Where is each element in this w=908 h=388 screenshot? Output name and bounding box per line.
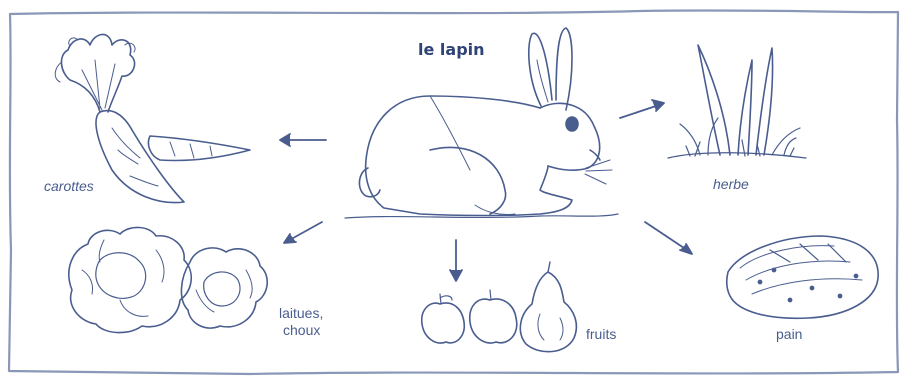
pear [520, 272, 576, 352]
fruits-drawing [422, 262, 577, 352]
diagram-title: le lapin [418, 42, 485, 58]
label-fruits: fruits [586, 326, 616, 342]
apple-1 [422, 303, 465, 343]
frame-border [9, 10, 898, 374]
bread-drawing [727, 236, 878, 318]
label-lettuce-line2: choux [283, 322, 320, 338]
label-lettuce-line1: laitues, [279, 305, 323, 321]
grass-drawing [668, 45, 806, 158]
lettuce-cabbage-drawing [69, 227, 267, 332]
apple-2 [470, 299, 517, 343]
label-bread: pain [776, 326, 802, 342]
label-grass: herbe [713, 176, 749, 192]
arrows [280, 100, 692, 281]
label-carrots: carottes [44, 178, 94, 194]
